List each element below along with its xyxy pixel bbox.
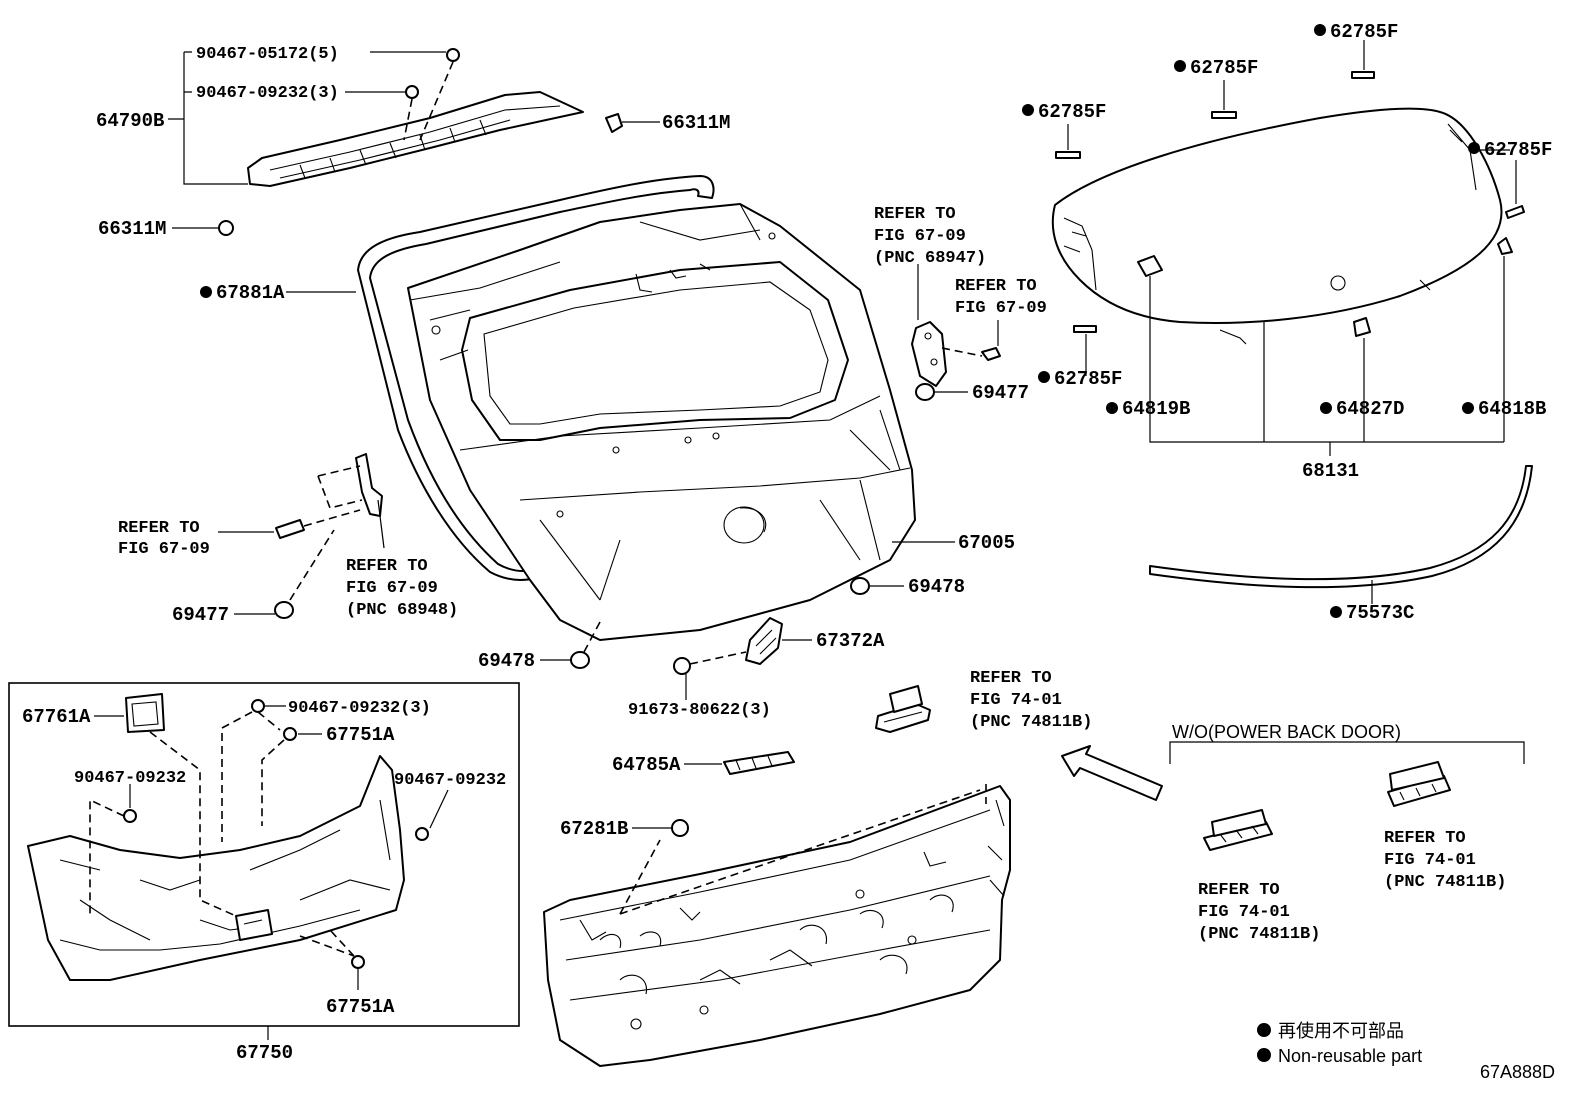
label-67751A-top: 67751A	[326, 724, 395, 746]
label-refer-7401-b-2: FIG 74-01	[1198, 903, 1290, 922]
stopper-69477-right	[915, 383, 935, 401]
hinge-left	[275, 453, 385, 549]
clip-67751A-bottom	[351, 955, 365, 969]
label-refer-6709-c-2: FIG 67-09	[118, 540, 210, 559]
clip-90467-09232-right	[415, 827, 429, 841]
label-67750: 67750	[236, 1042, 293, 1064]
label-66311M-left: 66311M	[98, 218, 166, 240]
label-67372A: 67372A	[816, 630, 885, 652]
label-90467-09232-box-top: 90467-09232(3)	[288, 699, 431, 718]
label-refer-6709-c-1: REFER TO	[118, 519, 200, 538]
back-window-glass-68131	[1051, 71, 1525, 345]
label-refer-6709-a-2: FIG 67-09	[874, 227, 966, 246]
label-wo-power-back-door: W/O(POWER BACK DOOR)	[1172, 722, 1401, 742]
legend-dot-jp	[1257, 1023, 1271, 1037]
legend-dot-en	[1257, 1048, 1271, 1062]
label-67881A: 67881A	[216, 282, 285, 304]
nonreusable-dot	[200, 286, 212, 298]
plug-67281B	[671, 819, 689, 837]
label-62785F-4: 62785F	[1484, 139, 1552, 161]
clip-90467-05172	[446, 48, 460, 62]
clip-67751A-top	[283, 727, 297, 741]
label-91673-80622: 91673-80622(3)	[628, 701, 771, 720]
label-62785F-5: 62785F	[1054, 368, 1122, 390]
label-64827D: 64827D	[1336, 398, 1404, 420]
label-refer-7401-b-1: REFER TO	[1198, 881, 1280, 900]
stopper-69478-right	[850, 577, 870, 595]
stopper-69477-left	[274, 601, 294, 619]
label-refer-6709-d-3: (PNC 68948)	[346, 601, 458, 620]
label-refer-6709-a-3: (PNC 68947)	[874, 249, 986, 268]
switch-74811B-b	[1203, 809, 1273, 851]
label-90467-05172: 90467-05172(5)	[196, 45, 339, 64]
label-refer-7401-a-2: FIG 74-01	[970, 691, 1062, 710]
clip-90467-09232-top	[405, 85, 419, 99]
label-refer-6709-a-1: REFER TO	[874, 205, 956, 224]
label-69478-left: 69478	[478, 650, 535, 672]
clip-90467-09232-box-top	[251, 699, 265, 713]
label-62785F-3: 62785F	[1330, 21, 1398, 43]
label-90467-09232-right: 90467-09232	[394, 771, 506, 790]
label-64819B: 64819B	[1122, 398, 1190, 420]
switch-74811B-a	[875, 685, 931, 733]
latch-67372A	[673, 617, 812, 700]
label-67005: 67005	[958, 532, 1015, 554]
upper-trim-64790B	[247, 91, 584, 187]
back-door-panel-67005	[407, 203, 916, 641]
stopper-69478-left	[570, 651, 590, 669]
label-refer-7401-c-2: FIG 74-01	[1384, 851, 1476, 870]
label-refer-7401-c-1: REFER TO	[1384, 829, 1466, 848]
trim-board-box	[8, 682, 520, 1027]
clip-90467-09232-left	[123, 809, 137, 823]
label-69478-right: 69478	[908, 576, 965, 598]
legend-en: Non-reusable part	[1278, 1046, 1422, 1066]
label-refer-7401-a-1: REFER TO	[970, 669, 1052, 688]
hinge-right	[911, 321, 1001, 387]
weatherstrip-67881A	[357, 175, 715, 581]
label-refer-7401-b-3: (PNC 74811B)	[1198, 925, 1320, 944]
label-67761A: 67761A	[22, 706, 91, 728]
label-67751A-bottom: 67751A	[326, 996, 395, 1018]
label-refer-6709-d-1: REFER TO	[346, 557, 428, 576]
label-refer-7401-a-3: (PNC 74811B)	[970, 713, 1092, 732]
switch-74811B-c	[1387, 761, 1451, 807]
molding-75573C	[1149, 465, 1533, 589]
label-62785F-2: 62785F	[1190, 57, 1258, 79]
legend-jp: 再使用不可部品	[1278, 1021, 1404, 1041]
label-90467-09232-top: 90467-09232(3)	[196, 84, 339, 103]
label-64785A: 64785A	[612, 754, 681, 776]
clip-66311M-left	[218, 220, 234, 236]
inner-panel	[543, 785, 1011, 1067]
label-69477-right: 69477	[972, 382, 1029, 404]
label-90467-09232-left: 90467-09232	[74, 769, 186, 788]
label-refer-7401-c-3: (PNC 74811B)	[1384, 873, 1506, 892]
label-refer-6709-d-2: FIG 67-09	[346, 579, 438, 598]
label-62785F-1: 62785F	[1038, 101, 1106, 123]
clip-66311M-top	[605, 113, 660, 133]
label-64818B: 64818B	[1478, 398, 1546, 420]
cover-67761A	[125, 693, 165, 733]
garnish-64785A	[723, 751, 795, 775]
figure-code: 67A888D	[1480, 1062, 1555, 1082]
lower-trim-board-67750	[27, 755, 405, 981]
label-refer-6709-b-2: FIG 67-09	[955, 299, 1047, 318]
label-69477-left: 69477	[172, 604, 229, 626]
label-refer-6709-b-1: REFER TO	[955, 277, 1037, 296]
label-75573C: 75573C	[1346, 602, 1414, 624]
label-67281B: 67281B	[560, 818, 628, 840]
arrow-icon	[1061, 745, 1163, 801]
label-64790B: 64790B	[96, 110, 164, 132]
label-68131: 68131	[1302, 460, 1359, 482]
label-66311M-top: 66311M	[662, 112, 730, 134]
